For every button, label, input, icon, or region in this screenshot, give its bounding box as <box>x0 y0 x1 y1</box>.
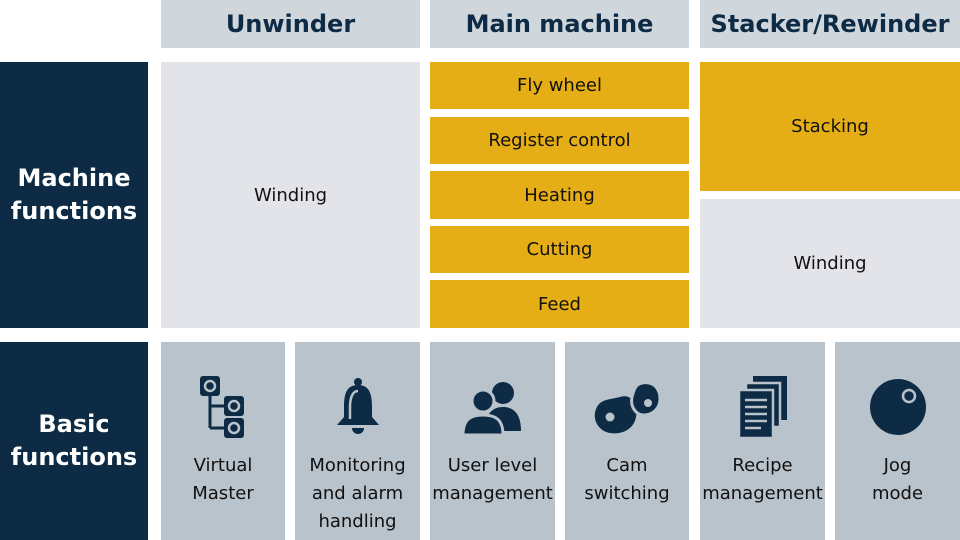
column-header-main-machine: Main machine <box>430 0 689 48</box>
main-cutting: Cutting <box>430 226 689 273</box>
column-header-unwinder: Unwinder <box>161 0 420 48</box>
basic-recipe-management: Recipe management <box>700 342 825 540</box>
basic-label-jog-mode: Jog mode <box>871 455 924 504</box>
bell-icon <box>295 364 420 450</box>
basic-label-cam-switching: Cam switching <box>584 455 670 504</box>
basic-virtual-master: Virtual Master <box>161 342 285 540</box>
row-header-basic-functions: Basic functions <box>0 342 148 540</box>
basic-monitoring-alarm: Monitoring and alarm handling <box>295 342 420 540</box>
basic-user-level: User level management <box>430 342 555 540</box>
main-heating: Heating <box>430 171 689 219</box>
cam-icon <box>565 364 689 450</box>
basic-cam-switching: Cam switching <box>565 342 689 540</box>
basic-label-recipe: Recipe management <box>702 455 823 504</box>
main-register-control: Register control <box>430 117 689 164</box>
basic-jog-mode: Jog mode <box>835 342 960 540</box>
main-feed: Feed <box>430 280 689 328</box>
basic-label-monitoring: Monitoring and alarm handling <box>309 455 406 532</box>
basic-label-virtual-master: Virtual Master <box>192 455 254 504</box>
main-fly-wheel: Fly wheel <box>430 62 689 109</box>
documents-icon <box>700 364 825 450</box>
users-icon <box>430 364 555 450</box>
jog-ball-icon <box>835 364 960 450</box>
virtual-master-icon <box>161 364 285 450</box>
unwinder-winding: Winding <box>161 62 420 328</box>
stacker-stacking: Stacking <box>700 62 960 191</box>
basic-label-user-level: User level management <box>432 455 553 504</box>
stacker-winding: Winding <box>700 199 960 328</box>
row-header-machine-functions: Machine functions <box>0 62 148 328</box>
column-header-stacker-rewinder: Stacker/Rewinder <box>700 0 960 48</box>
